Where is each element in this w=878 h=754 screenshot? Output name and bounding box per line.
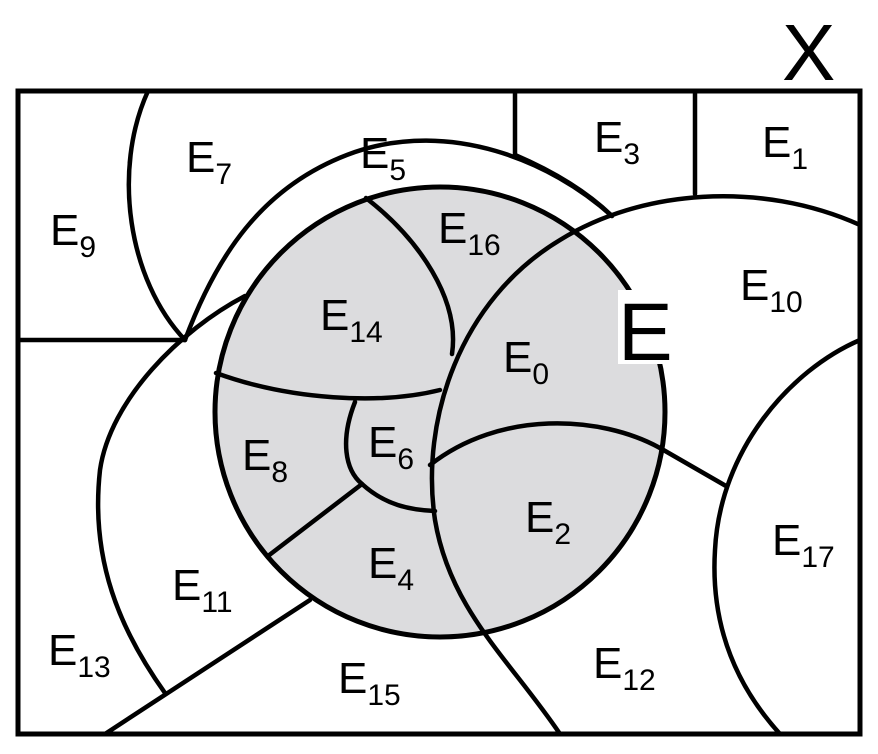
region-label-e11-sub: 11 bbox=[201, 586, 232, 619]
edge-e14-e16 bbox=[363, 195, 456, 357]
region-label-e4-sub: 4 bbox=[397, 564, 414, 597]
region-label-e4-base: E bbox=[368, 539, 397, 588]
edge-e11-outer bbox=[95, 293, 248, 696]
region-label-e2-sub: 2 bbox=[554, 518, 571, 551]
region-label-e12-base: E bbox=[593, 639, 622, 688]
region-label-e13-sub: 13 bbox=[77, 651, 110, 684]
region-label-e14-sub: 14 bbox=[349, 316, 382, 349]
region-label-e4: E4 bbox=[368, 539, 414, 597]
region-label-e7-base: E bbox=[186, 133, 215, 182]
region-label-e1-base: E bbox=[762, 118, 791, 167]
region-label-e16-base: E bbox=[438, 204, 467, 253]
region-label-e15-base: E bbox=[338, 654, 367, 703]
region-label-e6-base: E bbox=[368, 418, 397, 467]
region-label-e3-sub: 3 bbox=[623, 138, 640, 171]
region-label-e2: E2 bbox=[525, 493, 571, 551]
edge-e0-e2 bbox=[427, 421, 663, 468]
universe-label: X bbox=[782, 8, 835, 97]
region-label-e13-base: E bbox=[48, 626, 77, 675]
region-label-e17-base: E bbox=[772, 516, 801, 565]
region-label-e11: E11 bbox=[172, 561, 233, 619]
region-label-e1-sub: 1 bbox=[791, 143, 808, 176]
edge-e10-e12 bbox=[657, 445, 729, 489]
region-label-e2-base: E bbox=[525, 493, 554, 542]
edge-e17-arc bbox=[712, 337, 863, 737]
region-label-e7-sub: 7 bbox=[215, 158, 232, 191]
region-label-e17-sub: 17 bbox=[801, 541, 834, 574]
region-label-e10: E10 bbox=[740, 261, 803, 319]
set-e-outline bbox=[212, 184, 668, 640]
edge-e3-lower bbox=[512, 152, 615, 219]
edge-e10-arc bbox=[429, 194, 863, 737]
region-label-e8-sub: 8 bbox=[271, 456, 288, 489]
region-label-e5-sub: 5 bbox=[389, 154, 406, 187]
edge-e6-cell bbox=[343, 399, 438, 514]
region-label-e13: E13 bbox=[48, 626, 111, 684]
region-label-e0: E0 bbox=[503, 333, 549, 391]
region-label-e10-base: E bbox=[740, 261, 769, 310]
region-label-e3: E3 bbox=[594, 113, 640, 171]
region-label-e17: E17 bbox=[772, 516, 835, 574]
edge-e8-e4 bbox=[265, 481, 365, 559]
set-label-backdrop bbox=[618, 290, 666, 364]
region-label-e16: E16 bbox=[438, 204, 501, 262]
region-label-e14-base: E bbox=[320, 291, 349, 340]
region-label-e15-sub: 15 bbox=[367, 679, 400, 712]
region-label-e8-base: E bbox=[242, 431, 271, 480]
region-label-e8: E8 bbox=[242, 431, 288, 489]
region-label-e9-sub: 9 bbox=[79, 231, 96, 264]
region-label-e7: E7 bbox=[186, 133, 232, 191]
region-label-e5-base: E bbox=[360, 129, 389, 178]
partition-edges bbox=[15, 88, 863, 737]
region-label-e15: E15 bbox=[338, 654, 401, 712]
edge-e7-boundary bbox=[126, 88, 188, 343]
edge-e15-diag bbox=[102, 597, 313, 737]
region-label-e12: E12 bbox=[593, 639, 656, 697]
edge-e14-e8 bbox=[213, 370, 443, 401]
region-label-e3-base: E bbox=[594, 113, 623, 162]
region-label-e6: E6 bbox=[368, 418, 414, 476]
region-labels: E0 E1 E2 E3 E4 E5 E6 E7 E8 E9 E10 E11 E1… bbox=[48, 113, 835, 712]
region-label-e16-sub: 16 bbox=[467, 229, 500, 262]
region-label-e5: E5 bbox=[360, 129, 406, 187]
region-label-e9-base: E bbox=[50, 206, 79, 255]
region-label-e12-sub: 12 bbox=[622, 664, 655, 697]
region-label-e6-sub: 6 bbox=[397, 443, 414, 476]
region-label-e0-base: E bbox=[503, 333, 532, 382]
region-label-e10-sub: 10 bbox=[769, 286, 802, 319]
region-label-e11-base: E bbox=[172, 561, 201, 610]
set-label: E bbox=[618, 287, 673, 378]
region-label-e0-sub: 0 bbox=[532, 358, 549, 391]
region-label-e1: E1 bbox=[762, 118, 808, 176]
region-label-e9: E9 bbox=[50, 206, 96, 264]
region-label-e14: E14 bbox=[320, 291, 383, 349]
